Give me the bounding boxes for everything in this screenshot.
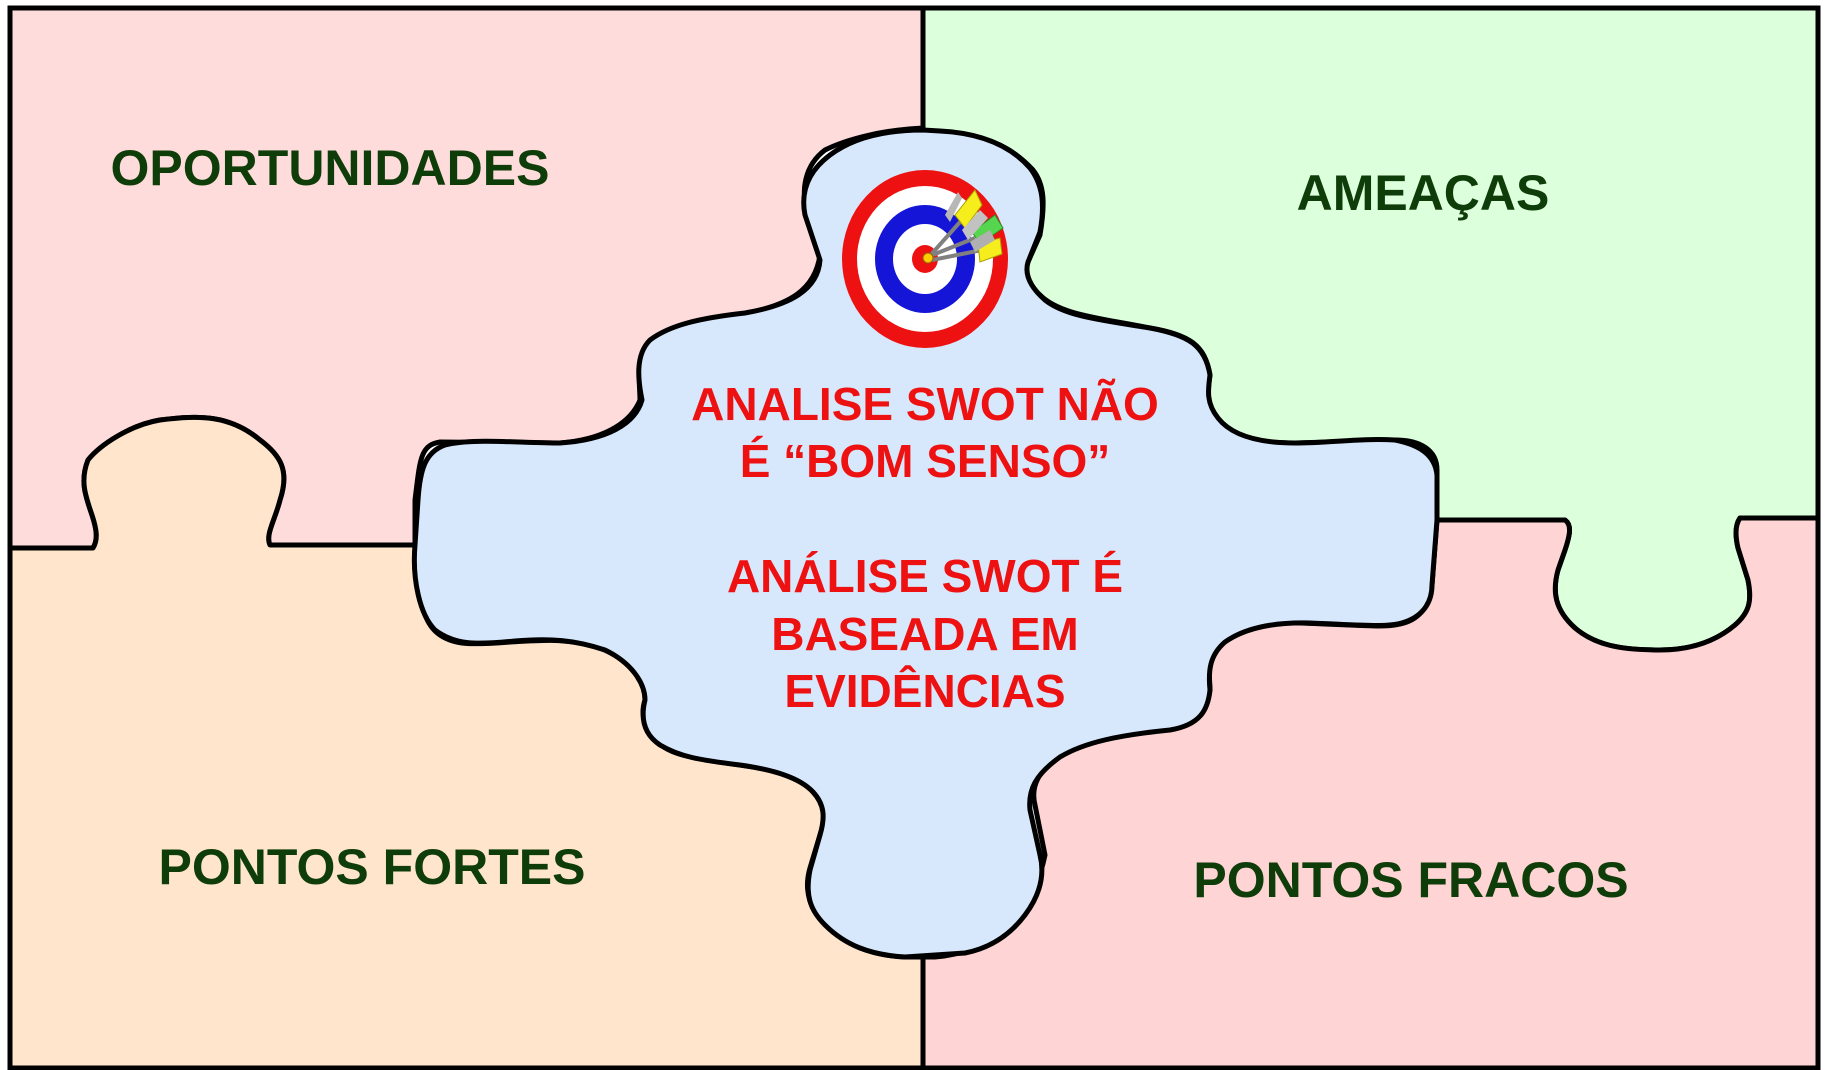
darts [922,189,1004,264]
center-piece [411,127,1440,960]
center-line-4: BASEADA EM [771,608,1079,660]
opportunities-label: OPORTUNIDADES [111,140,550,196]
center-line-3: ANÁLISE SWOT É [727,550,1123,602]
strengths-label: PONTOS FORTES [159,839,586,895]
center-statements: ANALISE SWOT NÃO É “BOM SENSO” ANÁLISE S… [691,378,1159,717]
center-line-1: ANALISE SWOT NÃO [691,378,1159,430]
center-line-5: EVIDÊNCIAS [784,665,1065,717]
center-line-2: É “BOM SENSO” [740,435,1111,487]
threats-label: AMEAÇAS [1297,165,1550,221]
dartboard-with-darts-icon [842,170,1008,348]
weaknesses-label: PONTOS FRACOS [1193,852,1628,908]
diagram-border [7,5,1821,1070]
